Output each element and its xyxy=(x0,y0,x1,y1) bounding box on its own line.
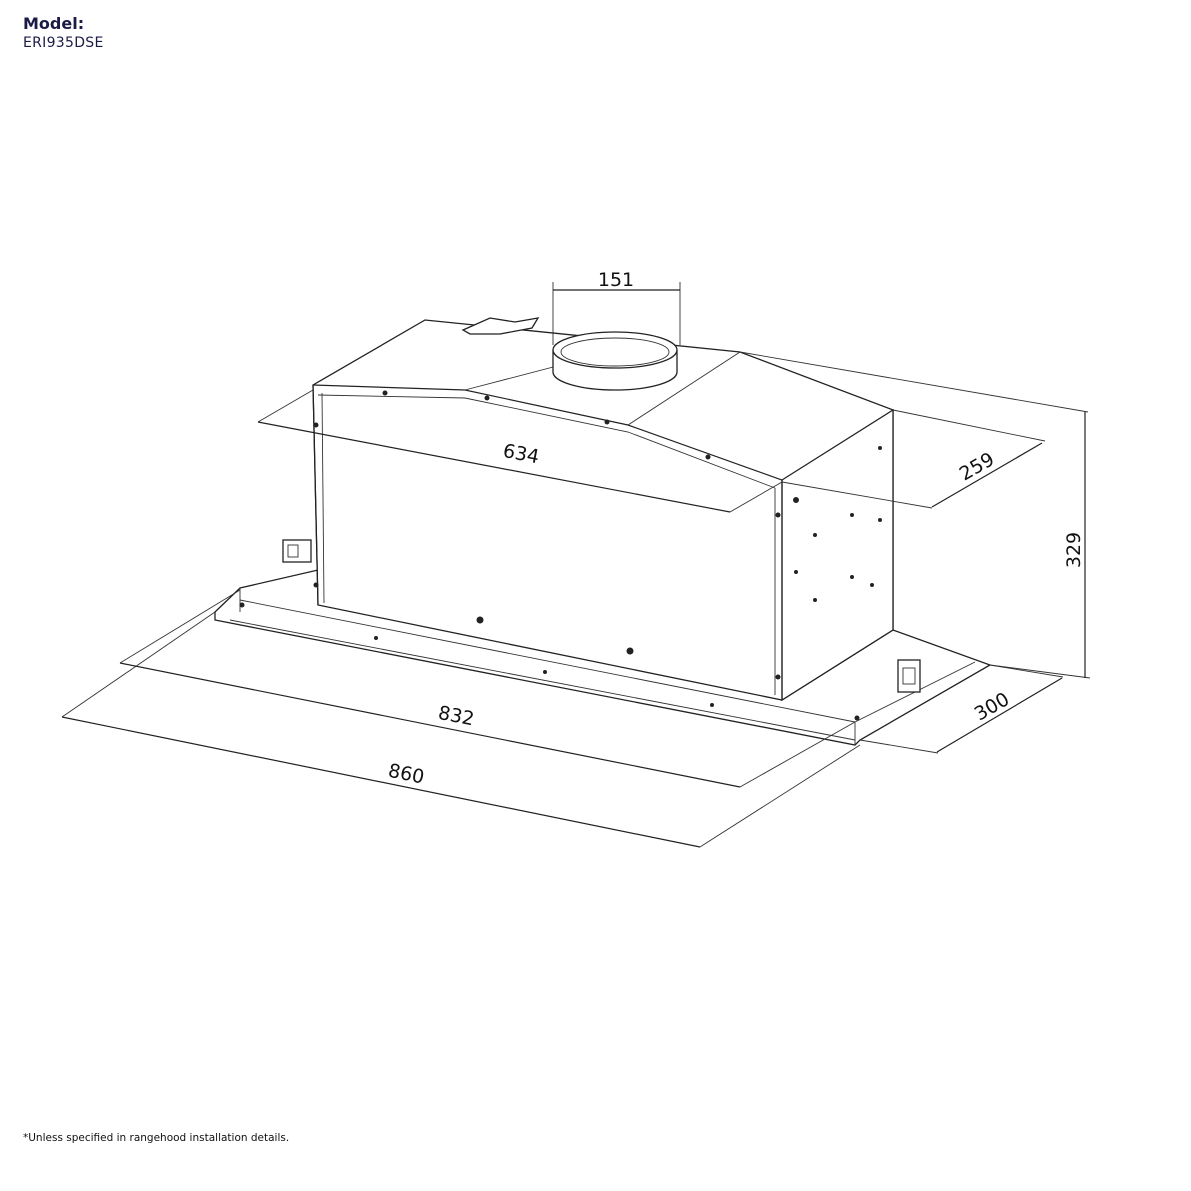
dimension-lines xyxy=(61,289,1086,848)
mounting-bracket-right xyxy=(897,659,921,693)
dim-height: 329 xyxy=(1063,532,1085,568)
mounting-bracket-top xyxy=(461,317,540,335)
dim-inner-depth: 259 xyxy=(956,448,998,485)
model-label: Model: xyxy=(23,14,85,33)
duct-collar xyxy=(552,331,678,391)
electrical-box xyxy=(282,539,312,563)
dim-duct-diameter: 151 xyxy=(598,269,634,291)
hood-body xyxy=(239,319,894,721)
footnote: *Unless specified in rangehood installat… xyxy=(23,1132,290,1144)
extension-lines xyxy=(61,282,1091,848)
dim-tray-width: 832 xyxy=(436,702,476,731)
model-number: ERI935DSE xyxy=(23,35,104,51)
